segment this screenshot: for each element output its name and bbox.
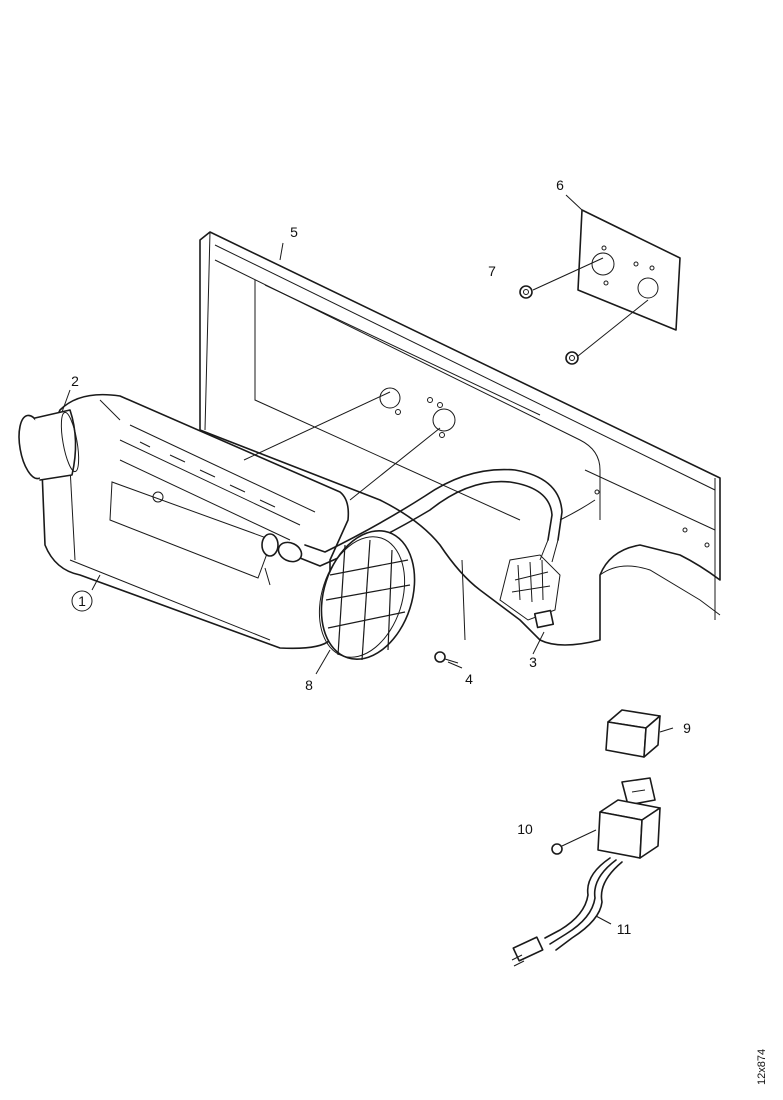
screw-4 [434, 651, 459, 664]
nut-7 [519, 285, 579, 365]
relay-harness [511, 857, 623, 967]
relay-cover [605, 709, 661, 758]
label-air-intake: 2 [71, 373, 79, 389]
label-round-grille: 8 [305, 677, 313, 693]
relay-assembly [597, 777, 661, 859]
label-cover-plate: 6 [556, 177, 564, 193]
label-nut-7: 7 [488, 263, 496, 279]
label-relay-harness: 11 [617, 921, 632, 937]
mounting-bracket [199, 231, 721, 646]
round-grille [318, 529, 416, 661]
label-mounting-bracket: 5 [290, 224, 298, 240]
screw-10 [551, 829, 597, 855]
harness-plug [499, 499, 596, 629]
cover-plate [577, 209, 681, 331]
drawing-code: 12x874 [756, 1049, 768, 1085]
label-screw-4: 4 [465, 671, 473, 687]
leader-lines [61, 194, 674, 925]
label-harness-plug: 3 [529, 654, 537, 670]
air-intake [18, 409, 80, 481]
label-screw-10: 10 [517, 821, 533, 837]
callout-circle-1 [71, 590, 93, 612]
label-heater: 1 [78, 593, 86, 609]
callout-labels: 1 2 3 4 5 6 7 8 9 10 11 [71, 177, 691, 937]
label-relay-cover: 9 [683, 720, 691, 736]
